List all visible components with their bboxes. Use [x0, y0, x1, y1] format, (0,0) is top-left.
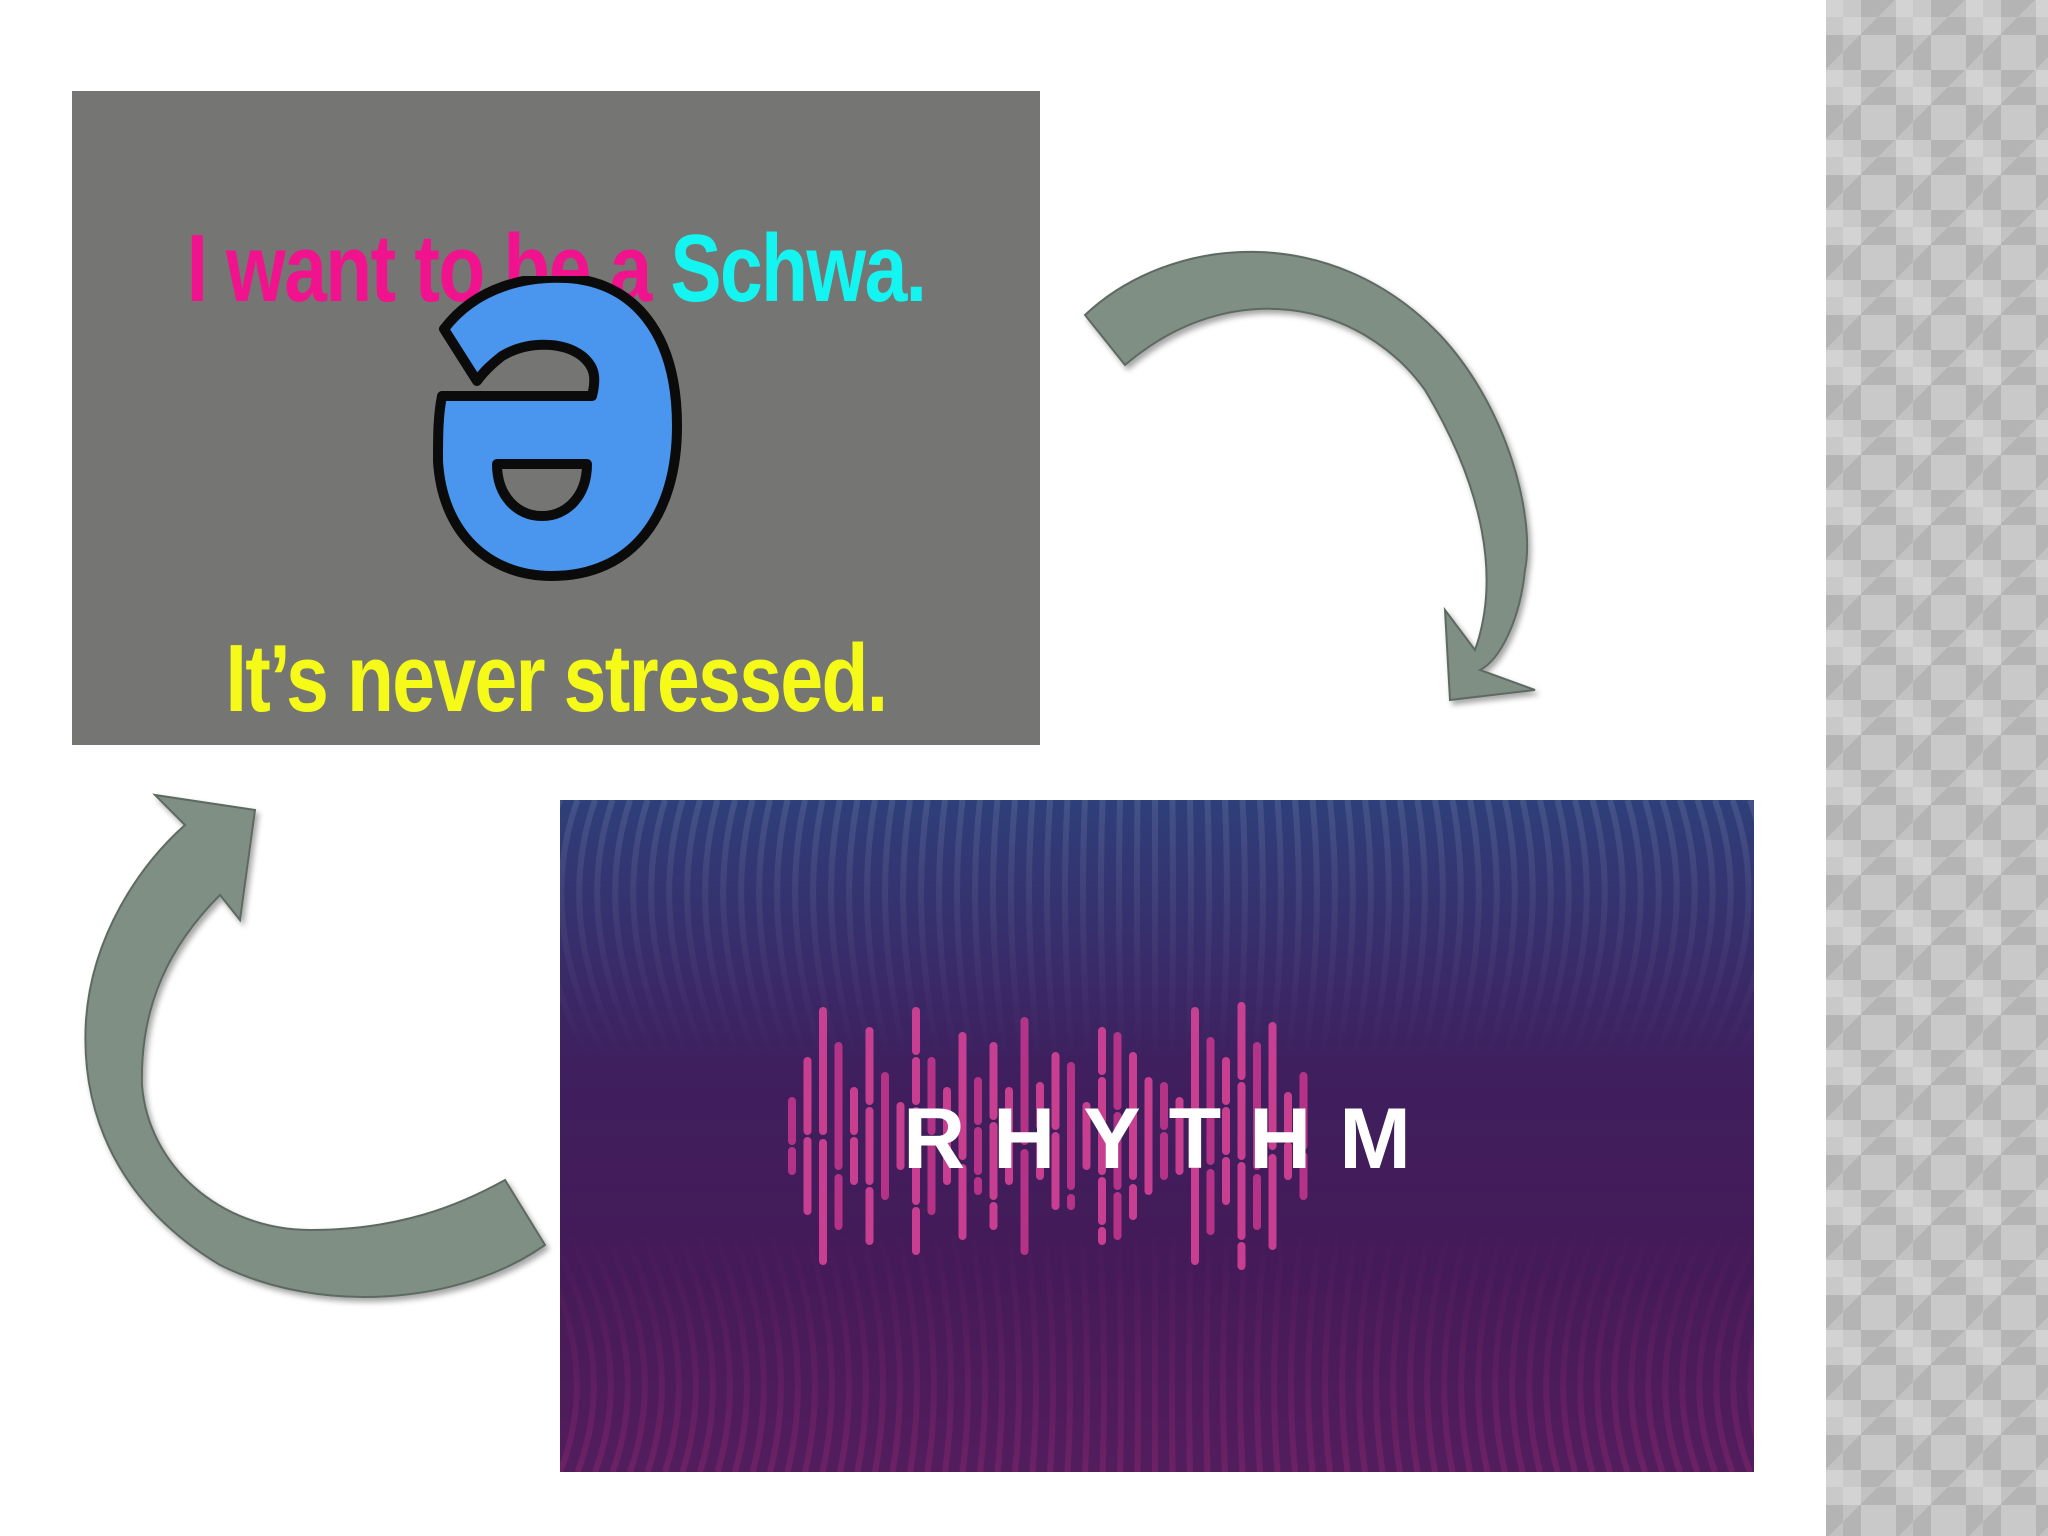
curved-arrow-left-up-icon [84, 793, 547, 1298]
schwa-title-part2: Schwa. [670, 215, 927, 322]
schwa-title: I want to be a Schwa. [169, 221, 943, 317]
decorative-side-panel [1826, 0, 2048, 1536]
rhythm-card: RHYTHM [560, 800, 1754, 1472]
rhythm-background [560, 800, 1754, 1472]
schwa-symbol-icon [433, 276, 682, 581]
slide: I want to be a Schwa. It’s never stresse… [72, 91, 1754, 1472]
curved-arrow-right-down-icon [1083, 250, 1536, 702]
schwa-subtitle: It’s never stressed. [225, 625, 888, 732]
schwa-card: I want to be a Schwa. It’s never stresse… [72, 91, 1040, 745]
rhythm-word: RHYTHM [903, 1091, 1439, 1187]
